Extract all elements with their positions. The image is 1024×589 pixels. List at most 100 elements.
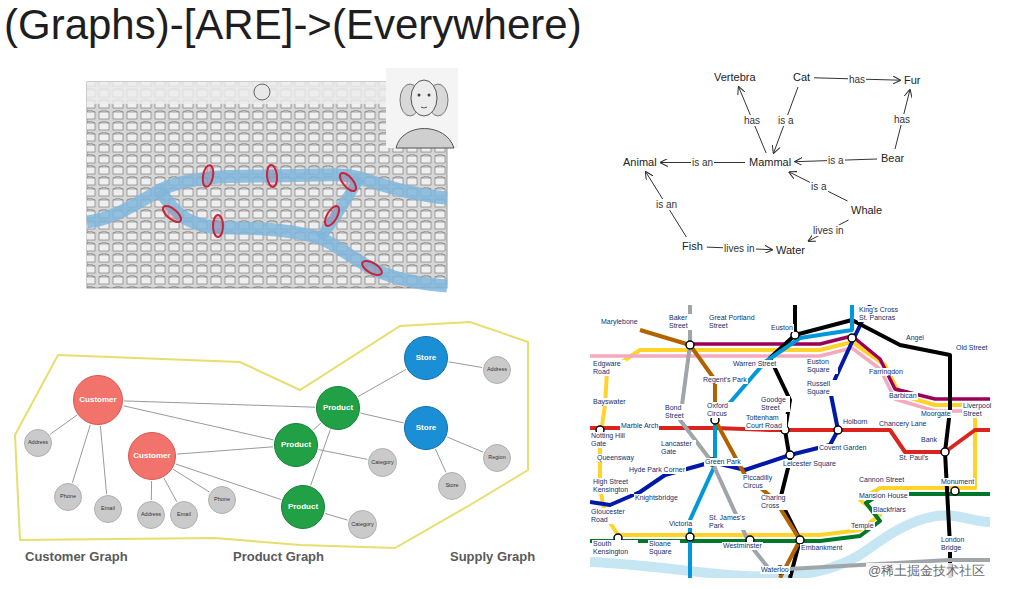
attribute-node: Region bbox=[483, 444, 511, 472]
attribute-node: Category bbox=[348, 510, 377, 539]
attribute-node: Address bbox=[137, 501, 165, 529]
station-name: Moorgate bbox=[920, 410, 952, 418]
relation-arrow bbox=[789, 172, 847, 201]
station-name: Bank bbox=[920, 436, 938, 444]
bridge-marker bbox=[322, 204, 342, 228]
station-name: Waterloo bbox=[760, 566, 790, 574]
station-name: Barbican bbox=[888, 392, 918, 400]
station-name: Covent Garden bbox=[818, 444, 867, 452]
graph-edge bbox=[358, 369, 406, 396]
station-name: Holborn bbox=[842, 418, 869, 426]
bridge-marker bbox=[201, 164, 215, 187]
product-node: Product bbox=[274, 423, 318, 467]
station-name: Liverpool Street bbox=[962, 402, 998, 418]
station-name: Notting Hill Gate bbox=[590, 432, 626, 448]
station-name: Piccadilly Circus bbox=[742, 474, 776, 490]
station-name: London Bridge bbox=[940, 536, 974, 552]
relation-arrow bbox=[739, 87, 766, 153]
portrait-face bbox=[411, 80, 437, 116]
river-pregel bbox=[160, 190, 447, 286]
station-name: Sloane Square bbox=[648, 540, 680, 556]
station-name: Blackfriars bbox=[872, 506, 907, 514]
node-text: Category bbox=[351, 521, 373, 529]
node-text: Region bbox=[488, 454, 505, 462]
station-name: Leicester Square bbox=[782, 460, 837, 468]
relation-arrow bbox=[774, 87, 798, 153]
product-node: Product bbox=[316, 386, 360, 430]
graph-edge bbox=[447, 437, 483, 452]
station-name: Euston bbox=[770, 324, 794, 332]
watermark: @稀土掘金技术社区 bbox=[866, 563, 987, 578]
engraving-emblem bbox=[254, 84, 270, 100]
node-text: Store bbox=[416, 423, 436, 433]
interchange bbox=[848, 334, 856, 342]
graph-edge bbox=[50, 415, 77, 434]
concept-node: Water bbox=[774, 243, 807, 258]
node-text: Customer bbox=[133, 451, 170, 461]
northern-line bbox=[795, 320, 950, 578]
interchange bbox=[796, 536, 804, 544]
concept-node: Whale bbox=[849, 203, 884, 218]
attribute-node: Address bbox=[483, 356, 511, 384]
node-text: Bear bbox=[881, 152, 904, 165]
attribute-node: Email bbox=[94, 495, 122, 523]
concept-node: Bear bbox=[879, 151, 906, 166]
portrait-eye bbox=[428, 94, 431, 97]
node-text: Whale bbox=[851, 204, 882, 217]
station-name: Goodge Street bbox=[760, 396, 790, 412]
node-text: Phone bbox=[60, 493, 76, 501]
station-name: South Kensington bbox=[592, 540, 638, 556]
node-text: Category bbox=[371, 459, 393, 467]
graph-boundary bbox=[15, 322, 528, 548]
station-name: Embankment bbox=[800, 544, 843, 552]
station-name: Green Park bbox=[704, 458, 742, 466]
station-name: Edgware Road bbox=[592, 360, 626, 376]
graph-edge bbox=[360, 413, 403, 423]
station-name: Angel bbox=[905, 334, 925, 342]
station-name: Tottenham Court Road bbox=[745, 414, 787, 430]
edge-label: has bbox=[743, 115, 761, 126]
station-name: Farringdon bbox=[868, 368, 904, 376]
map-ground bbox=[590, 305, 990, 578]
node-text: Mammal bbox=[749, 156, 791, 169]
node-text: Email bbox=[177, 511, 191, 519]
node-text: Address bbox=[487, 366, 507, 374]
graph-edge bbox=[151, 481, 152, 500]
portrait-ground bbox=[386, 68, 458, 148]
station-name: Queensway bbox=[596, 454, 635, 462]
concept-node: Animal bbox=[621, 155, 659, 170]
station-name: Westminster bbox=[722, 542, 763, 550]
bakerloo-line bbox=[640, 330, 800, 578]
attribute-node: Phone bbox=[54, 483, 82, 511]
interchange bbox=[951, 487, 959, 495]
edge-label: is an bbox=[691, 157, 714, 168]
node-text: Water bbox=[776, 244, 805, 257]
customer-node: Customer bbox=[73, 375, 123, 425]
store-node: Store bbox=[404, 336, 448, 380]
graph-edge bbox=[124, 401, 315, 407]
edge-label: is an bbox=[655, 199, 678, 210]
bridge-marker bbox=[360, 258, 384, 278]
attribute-node: Category bbox=[368, 448, 397, 477]
customer-node: Customer bbox=[128, 432, 176, 480]
station-name: Marble Arch bbox=[620, 422, 659, 430]
graph-caption: Supply Graph bbox=[450, 549, 535, 564]
station-name: Bond Street bbox=[664, 404, 694, 420]
tube-map bbox=[590, 305, 990, 578]
bridge-marker bbox=[160, 203, 183, 225]
station-name: Chancery Lane bbox=[878, 420, 927, 428]
graph-edge bbox=[177, 447, 273, 454]
interchange bbox=[941, 448, 949, 456]
station-name: High Street Kensington bbox=[592, 478, 634, 494]
graph-edge bbox=[72, 425, 90, 483]
station-name: Hyde Park Corner bbox=[628, 466, 686, 474]
portrait-eye bbox=[418, 94, 421, 97]
graph-edge bbox=[100, 426, 106, 494]
attribute-node: Address bbox=[24, 429, 52, 457]
concept-node: Vertebra bbox=[712, 70, 758, 85]
station-name: Knightsbridge bbox=[634, 494, 679, 502]
interchange bbox=[786, 451, 794, 459]
node-text: Customer bbox=[79, 395, 116, 405]
node-text: Animal bbox=[623, 156, 657, 169]
node-text: Address bbox=[28, 439, 48, 447]
